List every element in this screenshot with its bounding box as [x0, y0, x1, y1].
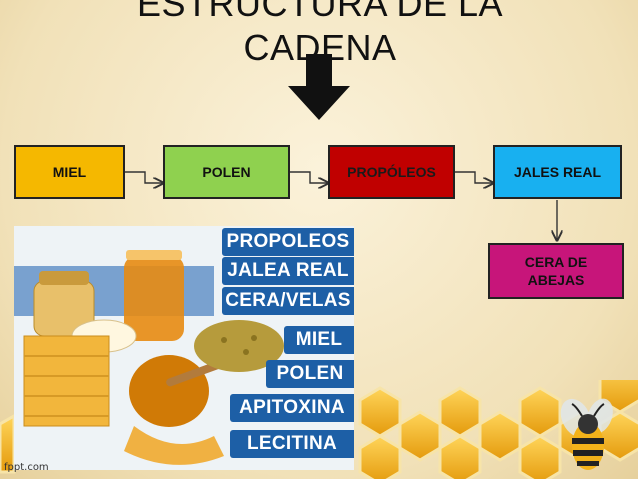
box-polen: POLEN — [163, 145, 290, 199]
photo-label-lecitina: LECITINA — [230, 430, 354, 458]
box-propoleos: PROPÓLEOS — [328, 145, 455, 199]
photo-label-cera-velas: CERA/VELAS — [222, 287, 354, 315]
box-propoleos-label: PROPÓLEOS — [347, 164, 436, 180]
connector-polen-propoleos — [290, 172, 328, 183]
connector-propoleos-jalea — [455, 172, 493, 183]
photo-label-apitoxina: APITOXINA — [230, 394, 354, 422]
box-polen-label: POLEN — [202, 164, 250, 180]
photo-label-propoleos: PROPOLEOS — [222, 228, 354, 256]
footer-text: fppt.com — [4, 462, 49, 473]
box-cera-abejas-label: CERA DE ABEJAS — [514, 253, 598, 289]
box-cera-abejas: CERA DE ABEJAS — [488, 243, 624, 299]
box-jalea-real-label: JALES REAL — [514, 164, 601, 180]
connector-miel-polen — [125, 172, 163, 183]
photo-label-miel: MIEL — [284, 326, 354, 354]
bee-icon — [548, 394, 628, 474]
photo-label-jalea-real: JALEA REAL — [222, 257, 354, 285]
box-miel: MIEL — [14, 145, 125, 199]
bee-products-photo: PROPOLEOS JALEA REAL CERA/VELAS MIEL POL… — [14, 226, 354, 470]
box-miel-label: MIEL — [53, 164, 86, 180]
photo-label-polen: POLEN — [266, 360, 354, 388]
box-jalea-real: JALES REAL — [493, 145, 622, 199]
